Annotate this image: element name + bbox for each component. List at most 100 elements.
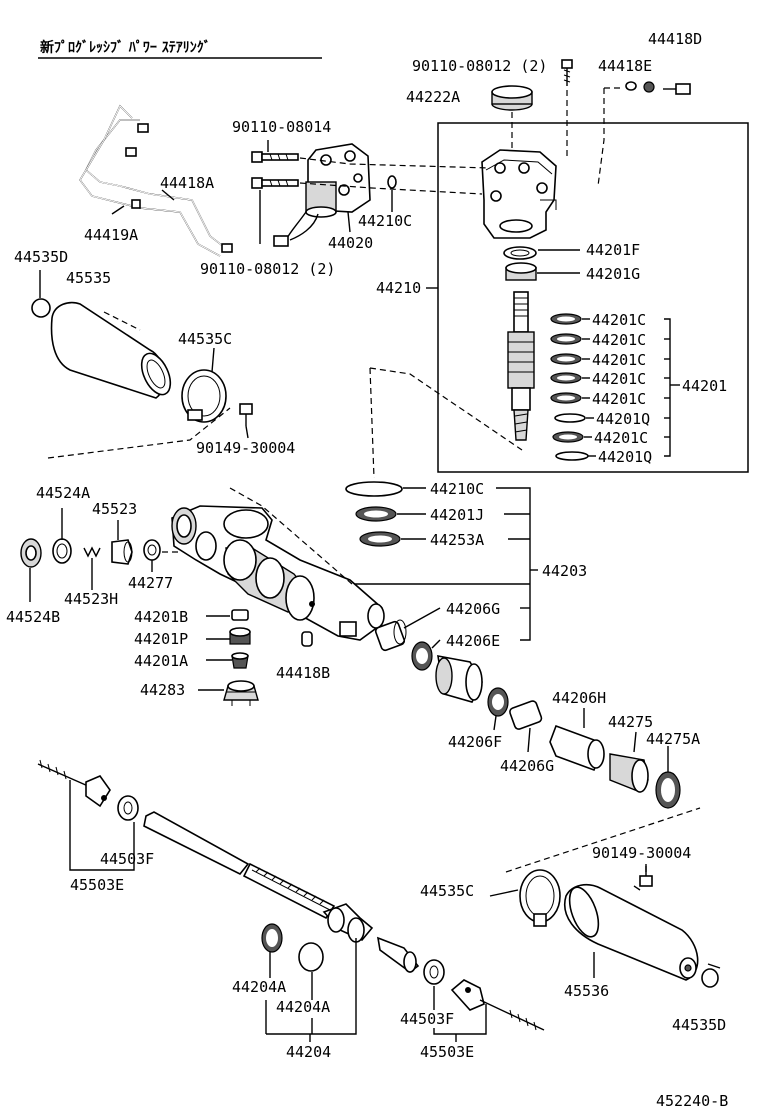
callout-45503E-right: 45503E (420, 1043, 474, 1061)
callout-45535: 45535 (66, 269, 111, 287)
leader-44535D-right (707, 963, 721, 969)
callout-44201C-2: 44201C (592, 331, 646, 349)
callout-44523H: 44523H (64, 590, 118, 608)
part-44222A-seal-cap (491, 85, 533, 111)
callout-44524A: 44524A (36, 484, 90, 502)
leader-44206G-top (403, 607, 441, 629)
leader-44275 (633, 731, 637, 753)
diagram-title: 新ﾌﾟﾛｸﾞﾚｯｼﾌﾞ ﾊﾟﾜｰ ｽﾃｱﾘﾝｸﾞ (40, 39, 211, 56)
callout-44418A: 44418A (160, 174, 214, 192)
valve-assembly-frame (437, 122, 749, 473)
callout-44222A: 44222A (406, 88, 460, 106)
part-44204A-bushing-2 (298, 942, 324, 972)
bolt-90110-08012-top (561, 59, 573, 86)
leader-90149-30004-left (245, 425, 249, 439)
part-44206G-bushing-bottom (509, 700, 543, 730)
part-44503F-clip-right (423, 959, 445, 985)
callout-90110-08012-bottom: 90110-08012 (2) (200, 260, 335, 278)
part-44201B-bearing (231, 609, 249, 621)
callout-44203: 44203 (542, 562, 587, 580)
callout-44210C-valve: 44210C (358, 212, 412, 230)
callout-45523: 45523 (92, 500, 137, 518)
leader-44535C (211, 347, 215, 373)
bolt-90110-08012-left (251, 177, 299, 189)
callout-44253A: 44253A (430, 531, 484, 549)
callout-44201: 44201 (682, 377, 727, 395)
leader-44419A (111, 205, 125, 215)
callout-90149-30004-left: 90149-30004 (196, 439, 295, 457)
callout-44503F-left: 44503F (100, 850, 154, 868)
callout-44201A: 44201A (134, 652, 188, 670)
leader-rack-to-boot (505, 807, 701, 873)
leader-boot-to-housing (47, 407, 231, 459)
callout-44418B: 44418B (276, 664, 330, 682)
part-44201-valve-shaft (507, 291, 535, 441)
callout-44275: 44275 (608, 713, 653, 731)
part-45523-rack-guide (111, 539, 133, 565)
callout-44201C-5: 44201C (592, 390, 646, 408)
bracket-45503E-right (433, 986, 487, 1042)
callout-44419A: 44419A (84, 226, 138, 244)
part-44201F-seal (503, 246, 537, 260)
callout-44206H: 44206H (552, 689, 606, 707)
callout-90110-08014: 90110-08014 (232, 118, 331, 136)
leader-housing-top (229, 487, 353, 585)
callout-44418E: 44418E (598, 57, 652, 75)
part-44210C-oring-large (345, 481, 403, 497)
callout-44201C-4: 44201C (592, 370, 646, 388)
callout-44204A-1: 44204A (232, 978, 286, 996)
bracket-44201 (582, 318, 680, 457)
callout-44201Q-2: 44201Q (598, 448, 652, 466)
callout-44418D: 44418D (648, 30, 702, 48)
callout-44524B: 44524B (6, 608, 60, 626)
part-44418E-nut (643, 81, 655, 93)
part-44418D-bolt (663, 83, 691, 95)
bolt-90110-08014 (251, 151, 299, 163)
callout-44283: 44283 (140, 681, 185, 699)
part-44283-dust-cover (223, 680, 259, 706)
callout-44535D-right: 44535D (672, 1016, 726, 1034)
leader-shaft-down (369, 367, 375, 479)
callout-90110-08012-top: 90110-08012 (2) (412, 57, 547, 75)
part-44206-piston (435, 655, 483, 703)
callout-44206G-bottom: 44206G (500, 757, 554, 775)
part-44206E-seal (411, 641, 433, 671)
part-44206F-seal (487, 687, 509, 717)
callout-44204A-2: 44204A (276, 998, 330, 1016)
leader-44206E (431, 639, 441, 649)
callout-44535C-right: 44535C (420, 882, 474, 900)
part-44535D-clip-right (701, 968, 719, 988)
callout-90149-30004-right: 90149-30004 (592, 844, 691, 862)
part-44206H-rack-bushing (549, 724, 605, 772)
leader-44418D (597, 88, 605, 187)
callout-44206E: 44206E (446, 632, 500, 650)
part-44201P-bushing (229, 627, 251, 645)
part-44524B-locknut (20, 538, 42, 568)
callout-44535D-left: 44535D (14, 248, 68, 266)
figure-id: 452240-B (656, 1092, 728, 1110)
part-44204A-bushing-1 (261, 923, 283, 953)
callout-44201F: 44201F (586, 241, 640, 259)
part-44203-gear-housing (171, 505, 385, 641)
part-44201G-bushing (505, 262, 537, 281)
leader-valve-to-housing-1 (299, 157, 491, 169)
callout-44201P: 44201P (134, 630, 188, 648)
callout-44277: 44277 (128, 574, 173, 592)
part-45503E-tie-rod-end-right (450, 979, 545, 1031)
part-44275-stopper (609, 753, 649, 793)
callout-44201B: 44201B (134, 608, 188, 626)
callout-44201G: 44201G (586, 265, 640, 283)
part-44253A-seal (359, 531, 401, 547)
bracket-45503E-left (69, 780, 135, 871)
leader-45535 (103, 311, 141, 331)
part-44201J-seal (355, 506, 397, 522)
part-44418E-washer (625, 81, 637, 91)
callout-44020: 44020 (328, 234, 373, 252)
leader-44418A (161, 189, 175, 201)
part-44535C-clamp-left (181, 369, 227, 423)
leader-44020 (347, 211, 351, 233)
part-44418B-union (301, 631, 313, 647)
callout-44210: 44210 (376, 279, 421, 297)
callout-45503E-left: 45503E (70, 876, 124, 894)
part-44210C-oring (387, 175, 397, 189)
